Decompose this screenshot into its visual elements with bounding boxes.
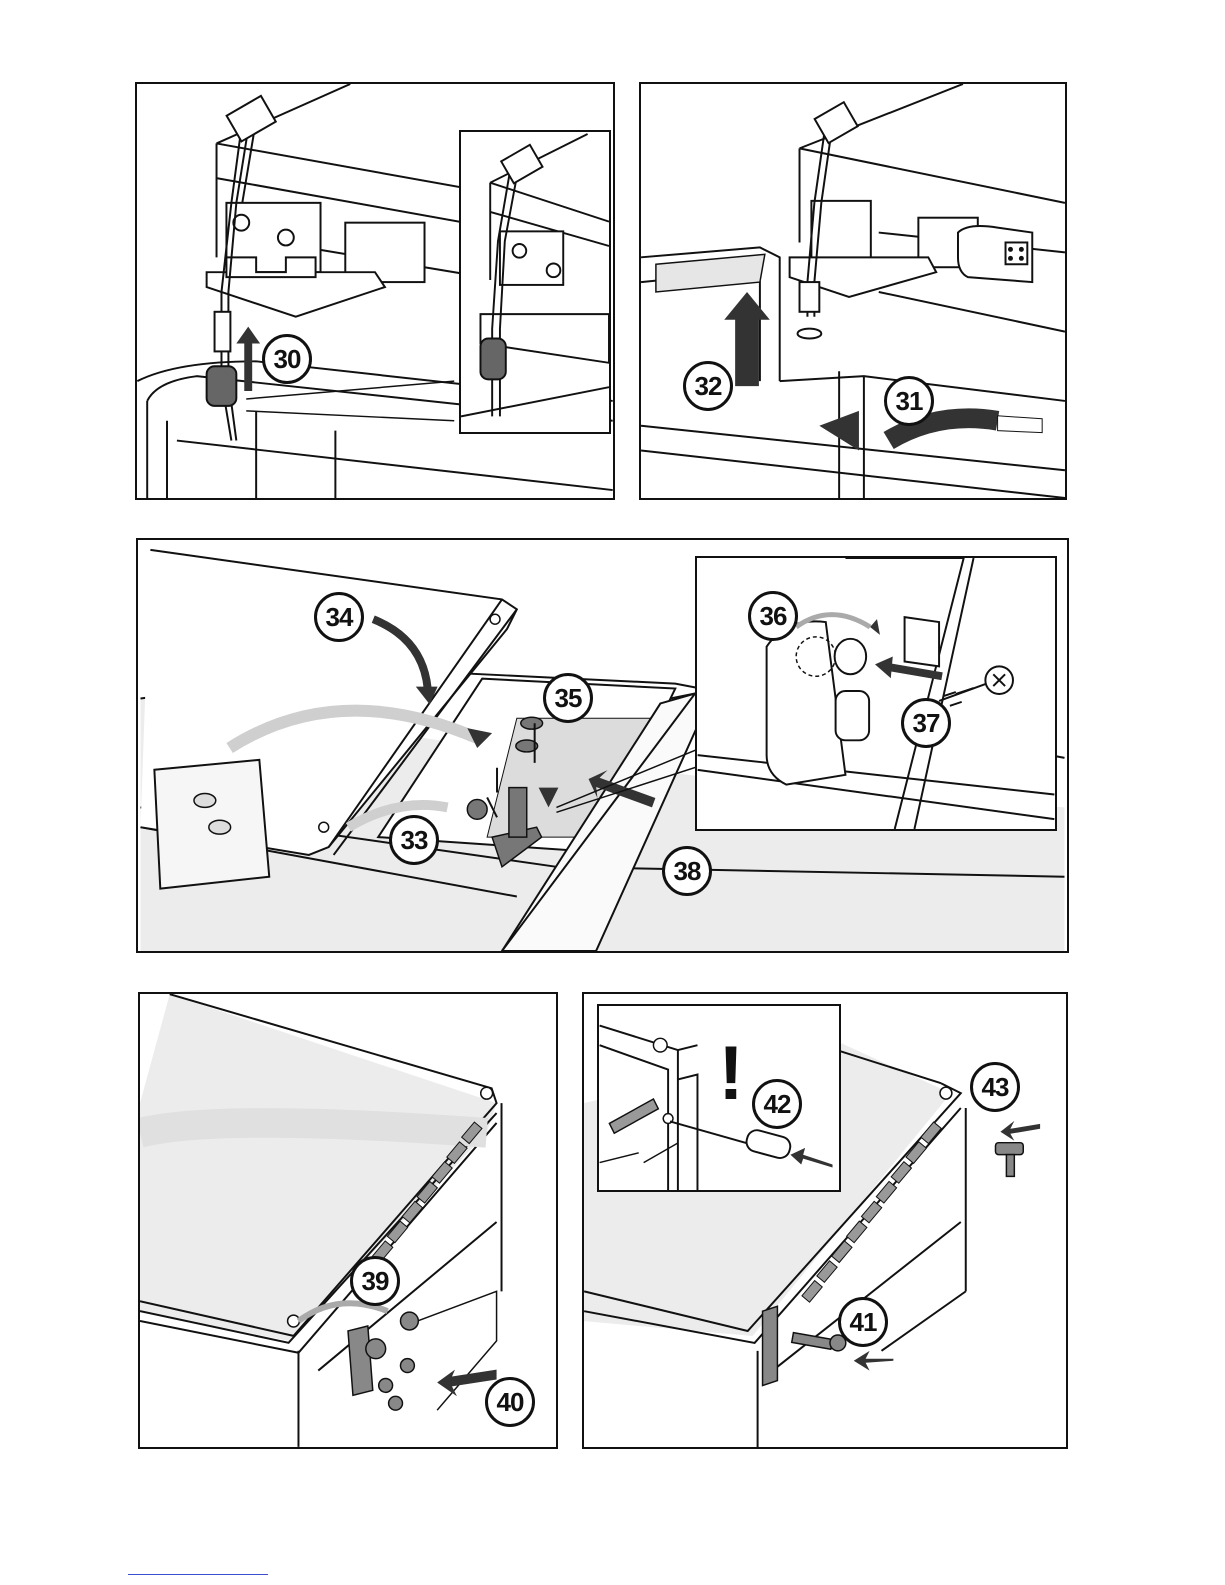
step-38-label: 38 [674,856,701,887]
warning-exclamation-icon: ! [714,1038,748,1110]
step-39-label: 39 [362,1266,389,1297]
step-40-badge: 40 [485,1377,535,1427]
step-37-badge: 37 [901,698,951,748]
step-33-label: 33 [401,825,428,856]
step-34-label: 34 [326,602,353,633]
panel-step-41-43: ! 42 43 41 [582,992,1068,1449]
step-30-badge: 30 [262,334,312,384]
panel-step-30: 30 [135,82,615,500]
step-42-badge: 42 [752,1079,802,1129]
step-30-label: 30 [274,344,301,375]
panel-step-31-32: 32 31 [639,82,1067,500]
step-43-badge: 43 [970,1062,1020,1112]
step-39-badge: 39 [350,1256,400,1306]
step-33-badge: 33 [389,815,439,865]
step-38-badge: 38 [662,846,712,896]
step-41-label: 41 [850,1307,877,1338]
panel-step-39-40: 39 40 [138,992,558,1449]
step-36-badge: 36 [748,591,798,641]
step-37-label: 37 [913,708,940,739]
step-32-badge: 32 [683,361,733,411]
step-32-label: 32 [695,371,722,402]
step-34-badge: 34 [314,592,364,642]
step-35-label: 35 [555,683,582,714]
step-40-label: 40 [497,1387,524,1418]
hinge-pin-detail-inset [695,556,1057,831]
step-43-label: 43 [982,1072,1009,1103]
step-41-badge: 41 [838,1297,888,1347]
lower-hinge-illustration [140,994,556,1447]
hinge-bracket-illustration [641,84,1065,498]
cable-detail-inset [459,130,611,434]
panel-step-33-38: 34 35 36 37 33 38 [136,538,1069,953]
step-42-label: 42 [764,1089,791,1120]
step-36-label: 36 [760,601,787,632]
step-31-badge: 31 [884,376,934,426]
step-35-badge: 35 [543,673,593,723]
step-31-label: 31 [896,386,923,417]
footer-rule [128,1574,268,1575]
